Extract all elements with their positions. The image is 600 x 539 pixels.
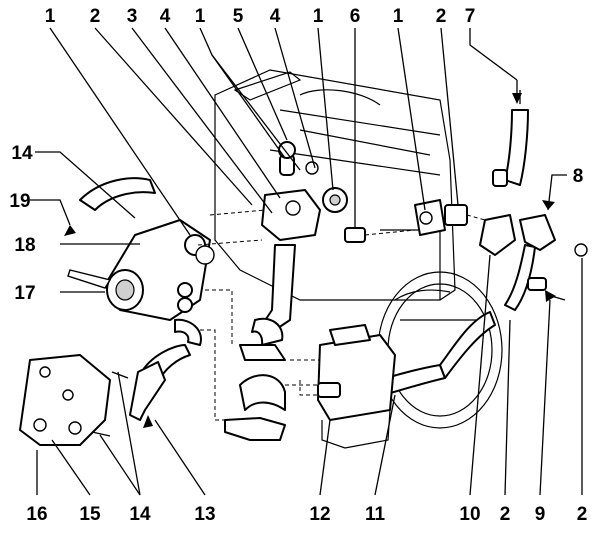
hose-pump-inlet bbox=[129, 361, 166, 421]
flange-right bbox=[414, 199, 468, 236]
hose-central-vertical bbox=[251, 244, 296, 346]
callout-6: 6 bbox=[350, 6, 361, 27]
thermostat-housing bbox=[261, 141, 366, 243]
callout-2: 2 bbox=[90, 6, 101, 27]
callout-4: 4 bbox=[160, 6, 171, 27]
callout-19: 19 bbox=[9, 191, 30, 212]
callout-13: 13 bbox=[194, 504, 215, 525]
callout-9: 9 bbox=[535, 504, 546, 525]
callout-1: 1 bbox=[313, 6, 324, 27]
callouts-left: 14 19 18 17 bbox=[9, 143, 35, 304]
water-pump-assembly bbox=[67, 219, 215, 321]
callout-2: 2 bbox=[436, 6, 447, 27]
callouts-right: 8 bbox=[573, 166, 584, 187]
direction-arrows bbox=[64, 80, 566, 428]
callout-3: 3 bbox=[127, 6, 138, 27]
callout-14: 14 bbox=[129, 504, 151, 525]
callouts-bottom: 16 15 14 13 12 11 10 2 9 2 bbox=[26, 504, 587, 525]
callout-7: 7 bbox=[465, 6, 476, 27]
expansion-tank bbox=[317, 324, 396, 449]
assembly-lines bbox=[197, 209, 486, 421]
callout-11: 11 bbox=[365, 504, 386, 525]
callout-1: 1 bbox=[195, 6, 206, 27]
callout-5: 5 bbox=[233, 6, 244, 27]
callout-15: 15 bbox=[79, 504, 101, 525]
callout-2: 2 bbox=[577, 504, 588, 525]
callout-14: 14 bbox=[11, 143, 33, 164]
leader-lines bbox=[30, 27, 583, 496]
callout-4: 4 bbox=[270, 6, 281, 27]
mounting-bracket bbox=[19, 354, 129, 446]
connector-tee-right bbox=[479, 214, 588, 291]
callout-16: 16 bbox=[26, 504, 47, 525]
callout-18: 18 bbox=[14, 235, 35, 256]
callouts-top: 1 2 3 4 1 5 4 1 6 1 2 7 bbox=[45, 6, 476, 27]
callout-10: 10 bbox=[459, 504, 480, 525]
hose-lower-loop bbox=[224, 344, 286, 441]
callout-2: 2 bbox=[500, 504, 511, 525]
callout-1: 1 bbox=[45, 6, 56, 27]
callout-1: 1 bbox=[393, 6, 404, 27]
hose-top-right bbox=[492, 109, 529, 187]
callout-12: 12 bbox=[309, 504, 330, 525]
callout-8: 8 bbox=[573, 166, 584, 187]
hose-upper-left bbox=[79, 177, 156, 211]
callout-17: 17 bbox=[14, 283, 35, 304]
